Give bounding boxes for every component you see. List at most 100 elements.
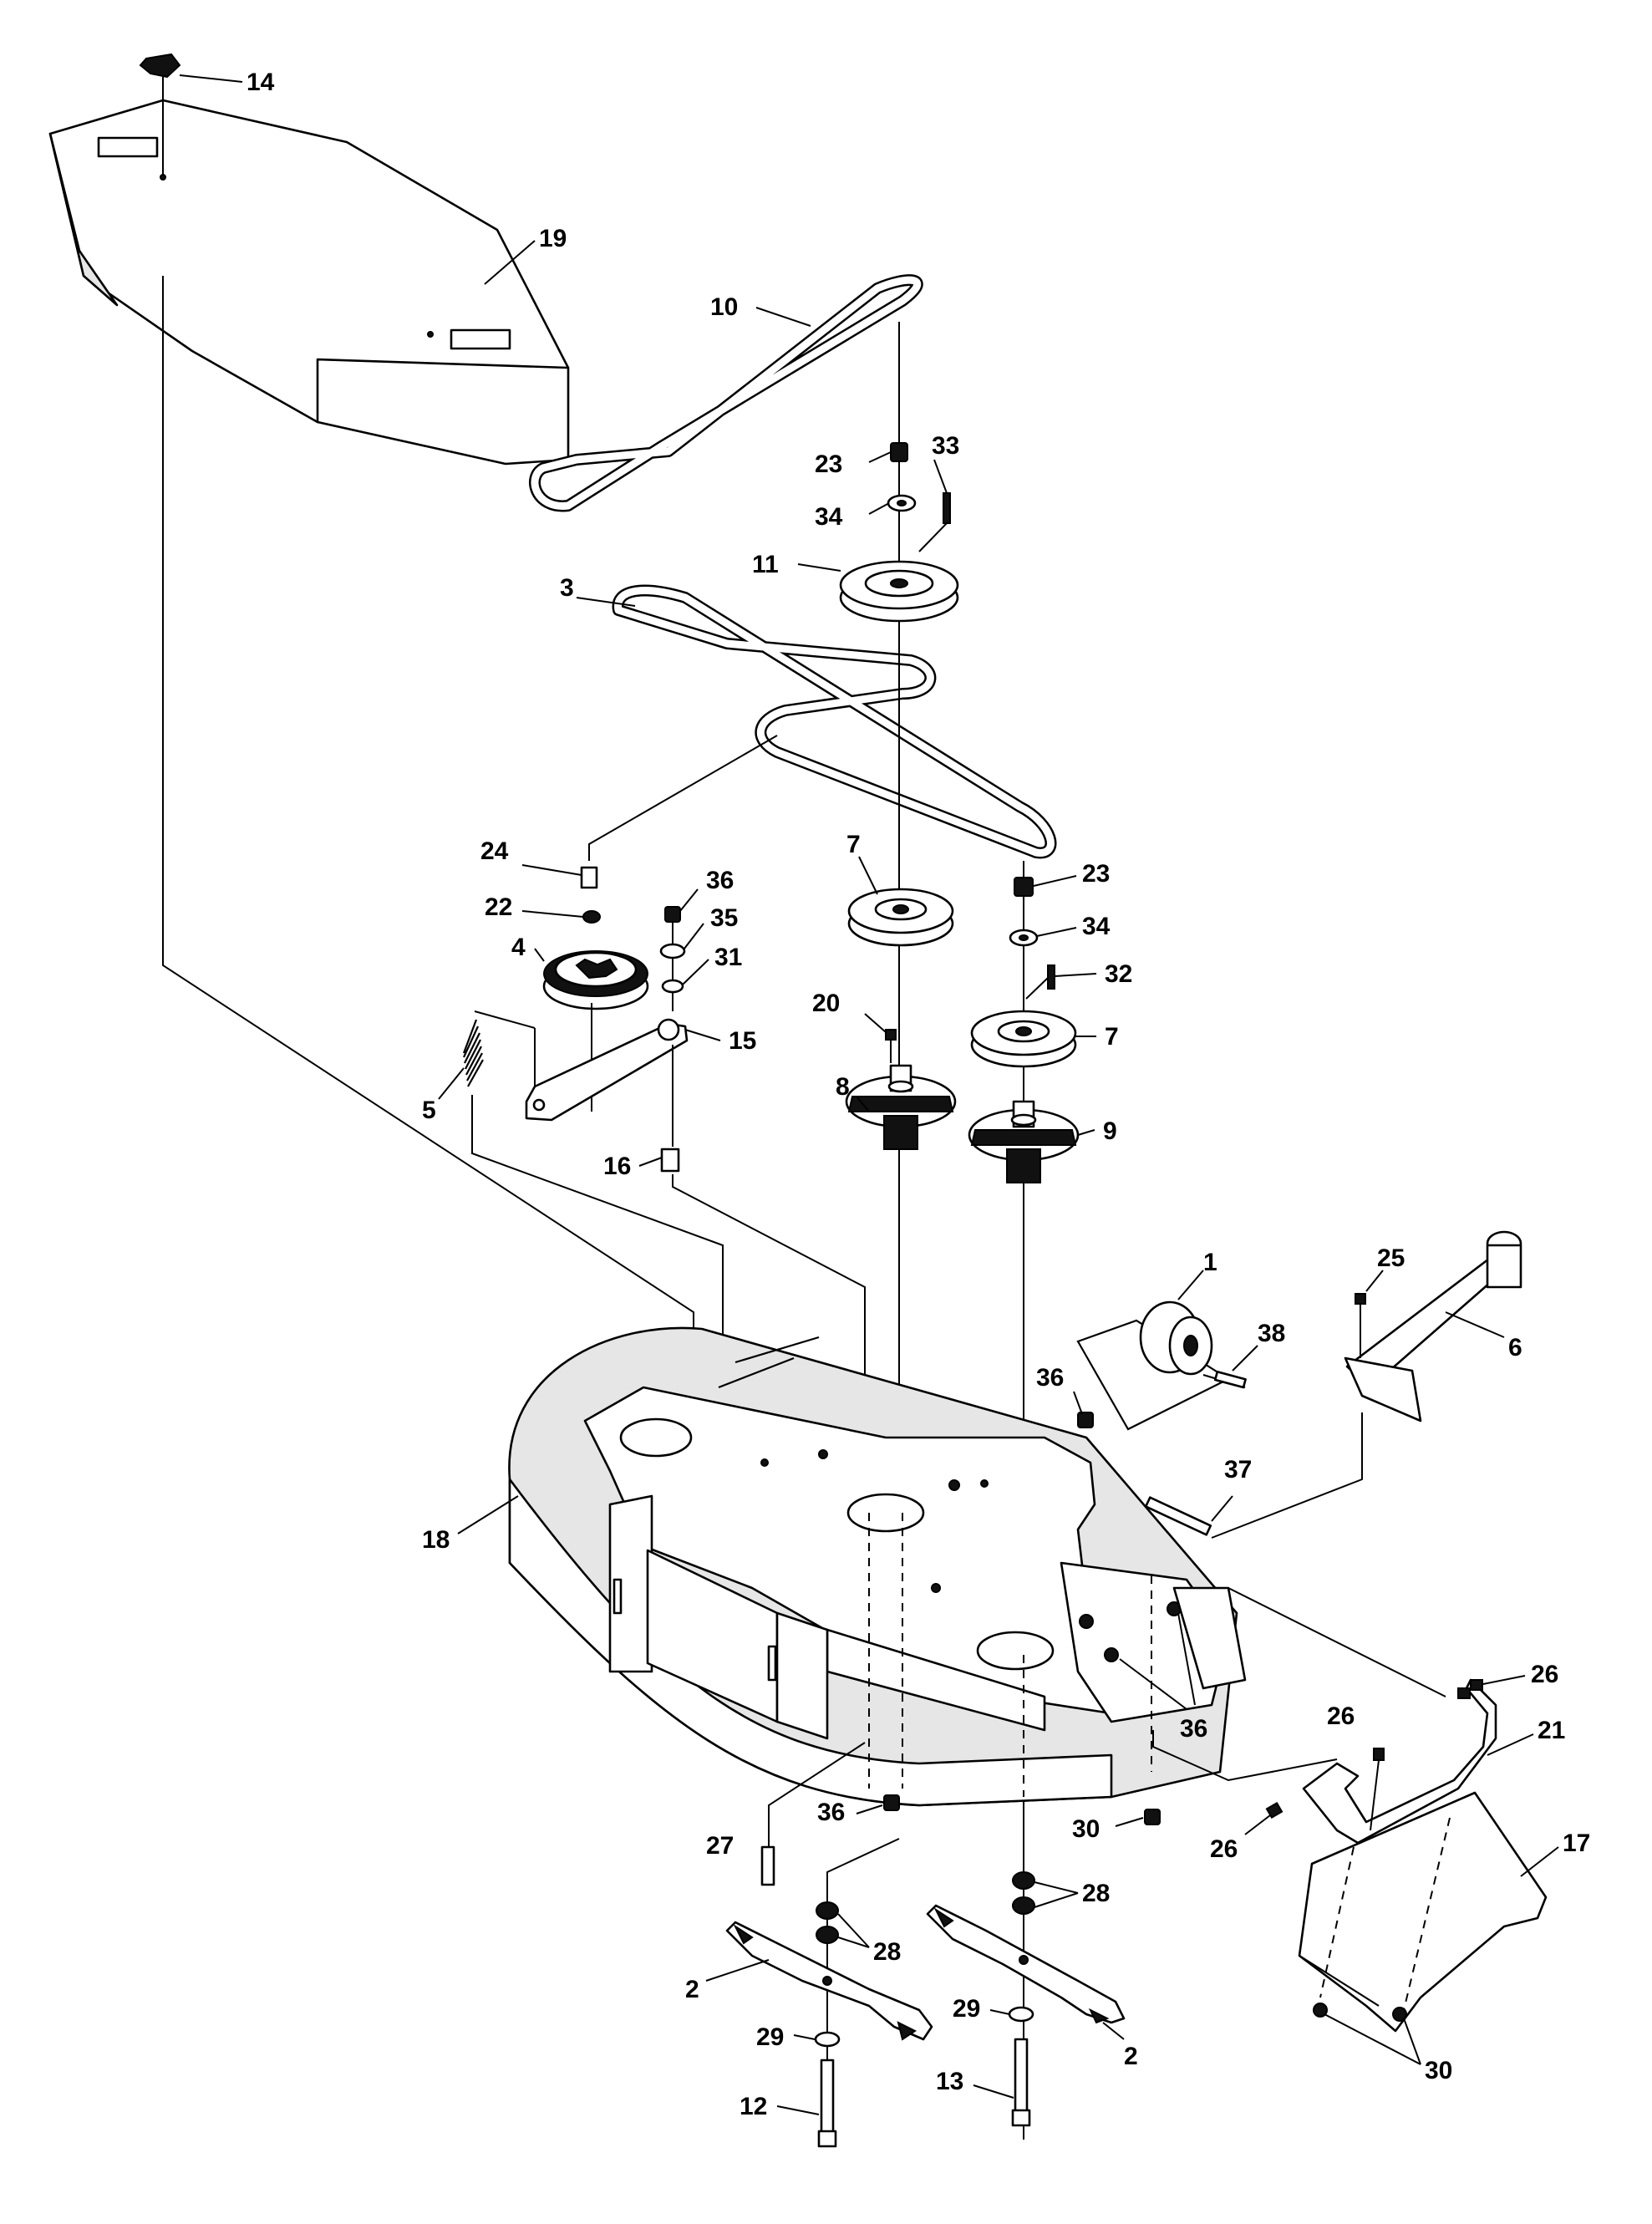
callout-12: 12 — [740, 2093, 767, 2120]
nut-part-36-center — [856, 1794, 900, 1814]
callout-37: 37 — [1224, 1456, 1252, 1484]
bolt-part-20 — [885, 1029, 897, 1063]
blade-part-2-left — [705, 1921, 933, 2041]
callout-28-right: 28 — [1082, 1880, 1110, 1907]
washer-part-28-right — [1012, 1871, 1079, 1915]
callout-28-left: 28 — [873, 1938, 901, 1966]
callout-36-deck: 36 — [1180, 1715, 1207, 1743]
washer-part-34-right — [1009, 929, 1039, 947]
callout-21: 21 — [1538, 1717, 1565, 1744]
bolt-part-26-a — [1457, 1675, 1526, 1699]
callout-23-right: 23 — [1082, 860, 1110, 888]
left-blade-line — [826, 1838, 900, 2140]
bolt-part-25 — [1355, 1270, 1384, 1358]
nut-part-23-right — [1014, 877, 1034, 897]
callout-35: 35 — [710, 904, 738, 932]
upper-belt-part-10 — [529, 274, 923, 512]
idler-leader-line — [588, 735, 778, 861]
nut-part-23-upper — [890, 442, 908, 462]
callout-7-right: 7 — [1105, 1023, 1119, 1051]
callout-36-center: 36 — [817, 1799, 845, 1826]
washer-part-31 — [661, 979, 684, 994]
wheel-part-1 — [1076, 1270, 1231, 1431]
nut-part-30-chute — [1313, 2003, 1421, 2065]
callout-13: 13 — [936, 2068, 963, 2095]
key-part-32 — [1025, 964, 1055, 1000]
callout-7-center: 7 — [846, 831, 861, 858]
lower-belt-part-3 — [612, 584, 1057, 859]
callout-36-idler: 36 — [706, 867, 734, 894]
bolt-part-27 — [760, 1742, 866, 1886]
washer-part-28-left — [816, 1901, 870, 1948]
mower-deck-part-18 — [508, 1326, 1247, 1807]
pulley-part-7-right — [970, 1010, 1077, 1068]
washer-part-22 — [582, 910, 601, 924]
callout-4: 4 — [511, 934, 526, 961]
callout-15: 15 — [729, 1027, 756, 1055]
idler-arm-part-15 — [525, 1018, 689, 1122]
bolt-part-26-c — [1244, 1801, 1283, 1835]
callout-6: 6 — [1508, 1334, 1522, 1361]
washer-part-35 — [659, 943, 686, 959]
bolt-part-37 — [1144, 1412, 1363, 1539]
callout-26-b: 26 — [1327, 1702, 1355, 1730]
washer-part-29-right — [989, 2006, 1034, 2023]
callout-9: 9 — [1103, 1117, 1117, 1145]
bracket-part-21 — [1152, 1587, 1534, 1845]
wheel-arm-part-6 — [1344, 1230, 1522, 1422]
callout-30-chute: 30 — [1425, 2057, 1452, 2084]
callout-3: 3 — [560, 574, 574, 602]
callout-17: 17 — [1563, 1830, 1590, 1857]
spindle-part-9 — [968, 1100, 1080, 1183]
callout-26-c: 26 — [1210, 1835, 1238, 1863]
callout-5: 5 — [422, 1097, 436, 1124]
callout-20: 20 — [812, 990, 840, 1017]
callout-30-deck: 30 — [1072, 1815, 1100, 1843]
bolt-part-26-b — [1370, 1748, 1385, 1831]
callout-36-wheel: 36 — [1036, 1364, 1064, 1392]
callout-38: 38 — [1258, 1320, 1285, 1347]
axle-part-38 — [1202, 1345, 1258, 1389]
washer-part-29-left — [793, 2031, 841, 2048]
callout-11: 11 — [752, 551, 779, 578]
cover-mount-line — [162, 276, 694, 1438]
bushing-part-16 — [660, 1148, 680, 1173]
callout-27: 27 — [706, 1832, 734, 1860]
blade-part-2-right — [926, 1904, 1126, 2040]
spindle-part-8 — [845, 1064, 957, 1150]
callout-16: 16 — [603, 1153, 631, 1180]
nut-part-36-deck — [1119, 1612, 1196, 1710]
callout-18: 18 — [422, 1526, 450, 1554]
idler-pulley-part-4 — [542, 950, 649, 1010]
callout-29-right: 29 — [953, 1995, 980, 2023]
bolt-part-24 — [580, 866, 598, 889]
callout-19: 19 — [539, 225, 567, 252]
pulley-part-11 — [839, 560, 959, 623]
callout-2-right: 2 — [1124, 2043, 1138, 2070]
washer-part-34-upper — [887, 494, 917, 512]
callout-14: 14 — [247, 69, 275, 96]
nut-part-30-deck — [1115, 1809, 1161, 1827]
callout-2-left: 2 — [685, 1976, 699, 2003]
callout-10: 10 — [710, 293, 738, 321]
leader-lines — [438, 240, 1097, 1534]
discharge-chute-part-17 — [1298, 1791, 1559, 2033]
callout-29-left: 29 — [756, 2023, 784, 2051]
callout-8: 8 — [836, 1073, 850, 1101]
callout-25: 25 — [1377, 1244, 1405, 1272]
callout-31: 31 — [714, 944, 742, 971]
bolt-part-12 — [776, 2059, 837, 2148]
pulley-part-7-center — [847, 888, 954, 947]
nut-part-36-wheel — [1077, 1412, 1094, 1428]
callout-1: 1 — [1203, 1249, 1217, 1276]
nut-part-36-idler — [664, 906, 681, 923]
bolt-part-13 — [973, 2038, 1031, 2127]
deck-cover-part-19 — [48, 99, 570, 466]
callout-34-right: 34 — [1082, 913, 1111, 940]
spring-part-5 — [462, 1010, 536, 1087]
callout-34-upper: 34 — [815, 503, 843, 531]
callout-labels: 14 19 10 23 33 34 11 3 24 36 35 22 4 31 … — [247, 69, 1590, 2120]
callout-22: 22 — [485, 893, 512, 921]
callout-24: 24 — [480, 837, 509, 865]
